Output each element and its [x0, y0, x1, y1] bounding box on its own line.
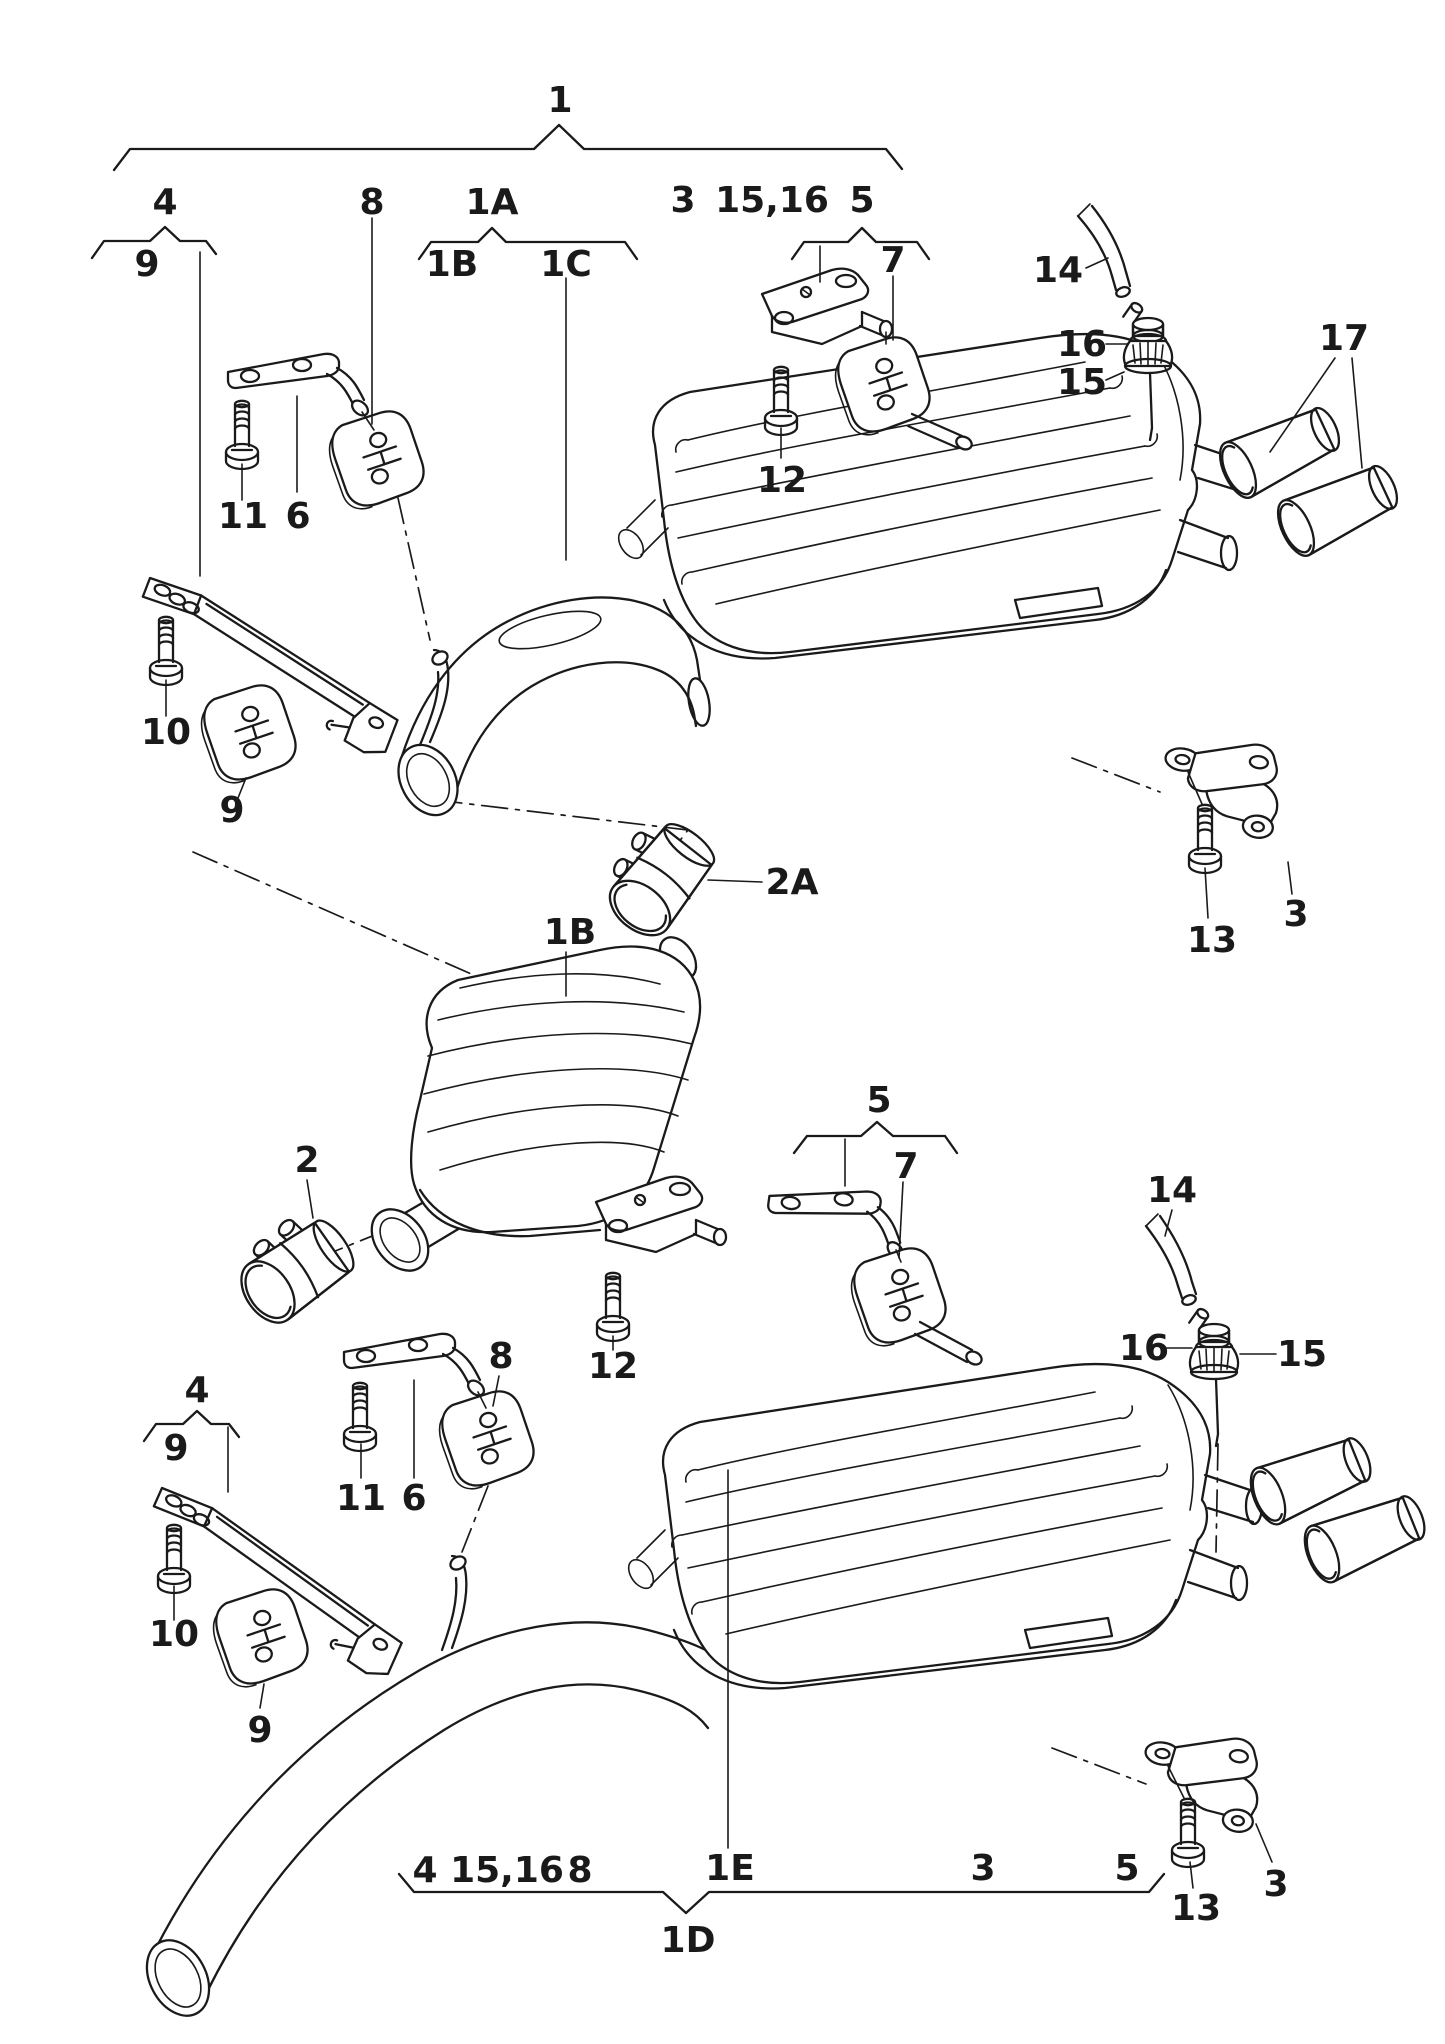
grouping-braces [90, 123, 1166, 1915]
clamp-2 [220, 1197, 365, 1334]
label-1a: 1A [466, 182, 519, 223]
label-3-hanger-bottom: 3 [1263, 1864, 1288, 1905]
label-1b-mid: 1B [544, 912, 597, 953]
label-5-top: 5 [849, 180, 874, 221]
label-1c: 1C [540, 244, 591, 285]
label-row-5: 5 [1114, 1848, 1139, 1889]
rear-muffler-bottom-1e [622, 1362, 1264, 1690]
brace-1a [417, 226, 639, 261]
brace-5-bottom [792, 1120, 959, 1155]
pipe-hanger-hook-bottom [449, 1555, 467, 1571]
rubber-mount-9-top [194, 679, 303, 789]
label-4-bottom: 4 [184, 1370, 209, 1411]
label-9-mount-bottom: 9 [247, 1710, 272, 1751]
label-8-top: 8 [359, 182, 384, 223]
label-16-top: 16 [1057, 324, 1107, 365]
label-16-bottom: 16 [1119, 1328, 1169, 1369]
label-row-4: 4 [412, 1850, 437, 1891]
vent-tube-14-top [1076, 203, 1132, 299]
label-13-bottom: 13 [1171, 1888, 1221, 1929]
label-15-top: 15 [1057, 362, 1107, 403]
bracket-link-bottom [761, 1176, 915, 1263]
label-row-3: 3 [970, 1848, 995, 1889]
brace-5-top [790, 226, 931, 261]
label-14-bottom: 14 [1147, 1170, 1197, 1211]
bracket-5-top [760, 267, 894, 346]
rear-muffler-top [612, 332, 1254, 660]
label-14-top: 14 [1033, 250, 1083, 291]
bolt-13-top [1187, 803, 1223, 875]
label-11-bottom: 11 [336, 1478, 386, 1519]
label-11-top: 11 [218, 496, 268, 537]
label-3-hanger-top: 3 [1283, 894, 1308, 935]
label-9-brace-top: 9 [134, 244, 159, 285]
label-1: 1 [547, 80, 572, 121]
bolt-11-bottom [342, 1381, 378, 1453]
rear-hanger-3-top [1155, 731, 1287, 842]
bolt-11-top [224, 399, 260, 471]
brace-4-top [90, 225, 218, 260]
label-8-bottom: 8 [488, 1336, 513, 1377]
label-10-top: 10 [141, 712, 191, 753]
label-9-mount-top: 9 [219, 790, 244, 831]
middle-muffler-1b [370, 936, 702, 1272]
front-pipe-top [397, 596, 711, 817]
label-17: 17 [1319, 318, 1369, 359]
label-row-15-16: 15,16 [450, 1850, 564, 1891]
brace-1d [397, 1872, 1166, 1915]
leader-lines [165, 217, 1363, 1889]
label-5-bottom: 5 [866, 1080, 891, 1121]
vent-tube-14-bottom [1144, 1213, 1198, 1307]
label-15-16-top: 15,16 [715, 180, 829, 221]
label-row-1e: 1E [705, 1848, 755, 1889]
label-3-top: 3 [670, 180, 695, 221]
label-10-bottom: 10 [149, 1614, 199, 1655]
rubber-mount-7-bottom [844, 1242, 953, 1352]
label-7-bottom: 7 [893, 1146, 918, 1187]
bolt-10-top [148, 615, 184, 687]
label-13-top: 13 [1187, 920, 1237, 961]
label-7-top: 7 [880, 240, 905, 281]
label-15-bottom: 15 [1277, 1334, 1327, 1375]
rear-hanger-3-bottom [1135, 1725, 1267, 1836]
label-2a: 2A [766, 862, 819, 903]
bolt-13-bottom [1170, 1797, 1206, 1869]
front-pipe-bottom [145, 1554, 732, 2017]
label-12-bottom: 12 [588, 1346, 638, 1387]
rubber-mount-8-top [322, 405, 431, 515]
bolt-10-bottom [156, 1523, 192, 1595]
pipe-hanger-hook-top [431, 650, 449, 666]
label-4-top: 4 [152, 182, 177, 223]
brace-4-bottom [142, 1409, 241, 1443]
label-1b-sub: 1B [426, 244, 479, 285]
label-2-mid: 2 [294, 1140, 319, 1181]
rubber-mount-8-bottom [432, 1385, 541, 1495]
label-6-top: 6 [285, 496, 310, 537]
label-6-bottom: 6 [401, 1478, 426, 1519]
label-12-top: 12 [757, 460, 807, 501]
label-1d: 1D [661, 1920, 716, 1961]
label-row-8: 8 [567, 1850, 592, 1891]
part-labels: 1 4 8 1A 3 15,16 5 9 1B 1C 7 11 6 12 14 … [134, 80, 1369, 1961]
label-9-brace-bottom: 9 [163, 1428, 188, 1469]
bolt-12-bottom [595, 1271, 631, 1343]
brace-1 [112, 123, 904, 172]
rubber-mount-9-bottom [206, 1583, 315, 1693]
